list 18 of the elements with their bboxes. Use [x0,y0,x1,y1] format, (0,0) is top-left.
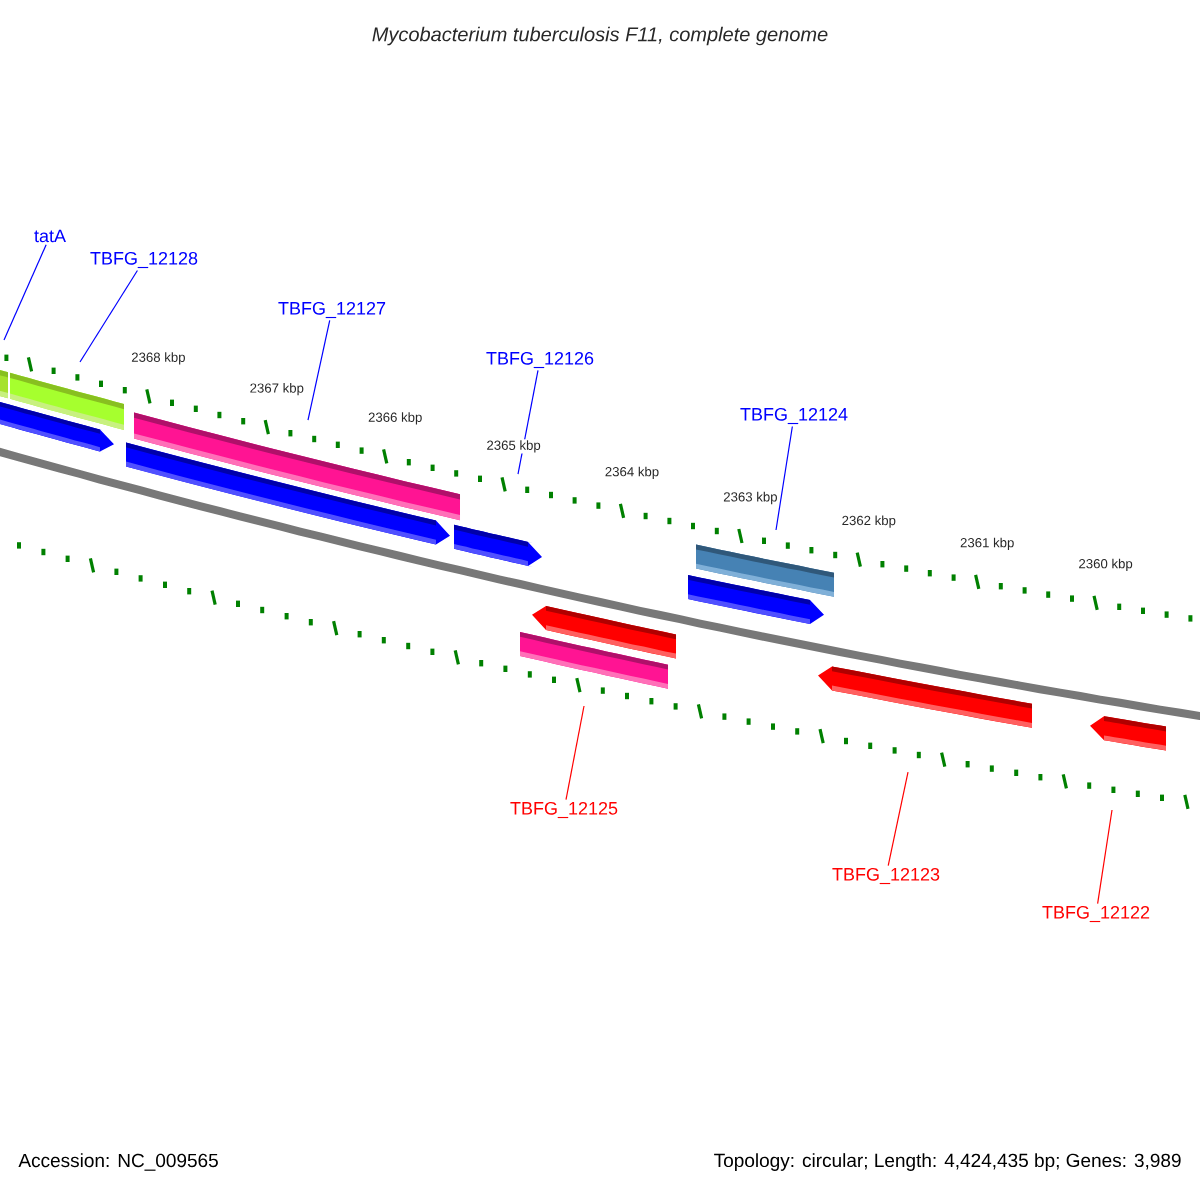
footer-text: Accession: NC_009565 [18,1153,218,1171]
gene-label: TBFG_12128 [90,251,198,269]
gene-label: tatA [34,229,66,243]
gene-label: TBFG_12127 [278,301,386,319]
leader-line [887,771,909,867]
gene-label: TBFG_12125 [510,801,618,819]
leader-line [3,244,47,341]
footer-text: Topology: circular; Length: 4,424,435 bp; Genes: 3,989 [714,1153,1181,1171]
leader-line [565,705,585,801]
leader-line [79,269,139,363]
title: Mycobacterium tuberculosis F11, complete genome [372,26,828,46]
gene-label: TBFG_12123 [832,867,940,885]
gene-label: TBFG_12124 [740,407,848,425]
gene-label: TBFG_12122 [1042,905,1150,923]
leader-line [307,319,331,421]
leader-line [775,425,793,531]
leader-line [1097,809,1113,905]
gene-label: TBFG_12126 [486,351,594,369]
